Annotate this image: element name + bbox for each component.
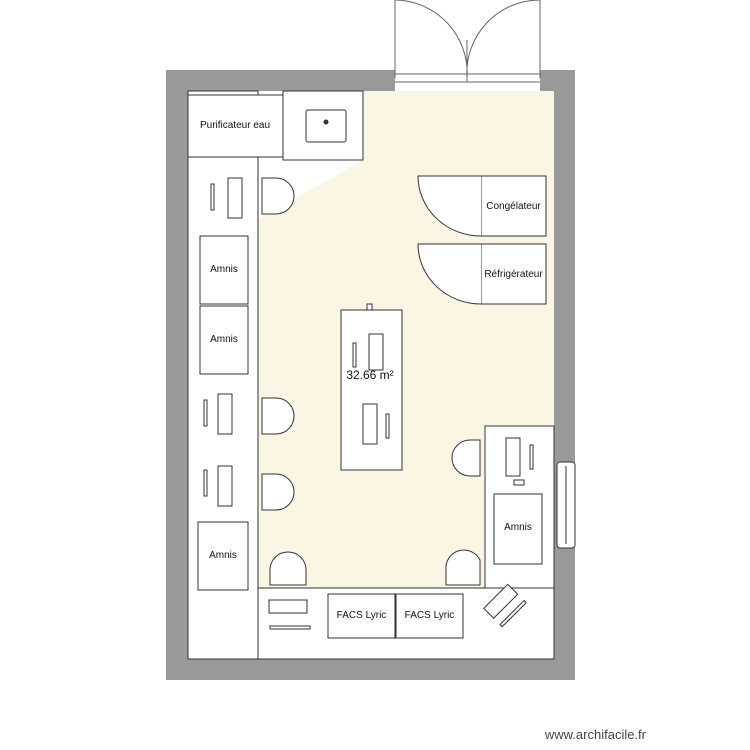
fridge-door-swing <box>417 243 482 305</box>
chair <box>261 473 295 511</box>
amnis-label-3: Amnis <box>209 550 237 561</box>
chair <box>445 549 481 586</box>
amnis-box-3 <box>197 521 249 591</box>
chair <box>261 397 295 435</box>
radiator <box>556 461 576 549</box>
freezer <box>480 175 547 237</box>
room-area-label: 32.66 m² <box>346 368 394 382</box>
keyboard-icon <box>368 333 384 371</box>
monitor-icon <box>203 469 208 497</box>
sink <box>305 109 347 143</box>
monitor-icon <box>203 399 208 427</box>
keyboard-icon <box>268 599 308 614</box>
monitor-icon <box>385 413 390 439</box>
amnis-box-1 <box>199 235 249 305</box>
facs-box-2 <box>395 593 464 639</box>
chair <box>451 439 481 477</box>
keyboard-icon <box>505 437 521 477</box>
rotated-workstation <box>483 583 527 628</box>
amnis-label-1: Amnis <box>210 264 238 275</box>
monitor-icon <box>352 342 357 368</box>
water-purifier-label: Purificateur eau <box>199 120 271 131</box>
keyboard-icon <box>217 393 233 435</box>
freezer-label: Congélateur <box>486 201 541 212</box>
facs-box-1 <box>327 593 396 639</box>
chairs <box>261 177 481 586</box>
facs-label-1: FACS Lyric <box>336 610 387 621</box>
amnis-box-2 <box>199 305 249 375</box>
amnis-label-4: Amnis <box>504 522 532 533</box>
freezer-door-swing <box>417 175 482 237</box>
double-door[interactable] <box>394 0 541 91</box>
monitor-icon <box>210 183 215 211</box>
keyboard-icon <box>362 403 378 445</box>
keyboard-icon <box>227 177 243 219</box>
chair <box>261 177 295 215</box>
amnis-box-4 <box>493 493 543 565</box>
keyboard-icon <box>217 465 233 507</box>
facs-label-2: FACS Lyric <box>404 610 455 621</box>
fridge <box>480 243 547 305</box>
right-bench <box>484 425 555 589</box>
amnis-label-2: Amnis <box>210 334 238 345</box>
site-credit: www.archifacile.fr <box>544 727 646 742</box>
central-island <box>340 303 403 471</box>
fridge-label: Réfrigérateur <box>484 269 543 280</box>
chair <box>269 551 307 586</box>
